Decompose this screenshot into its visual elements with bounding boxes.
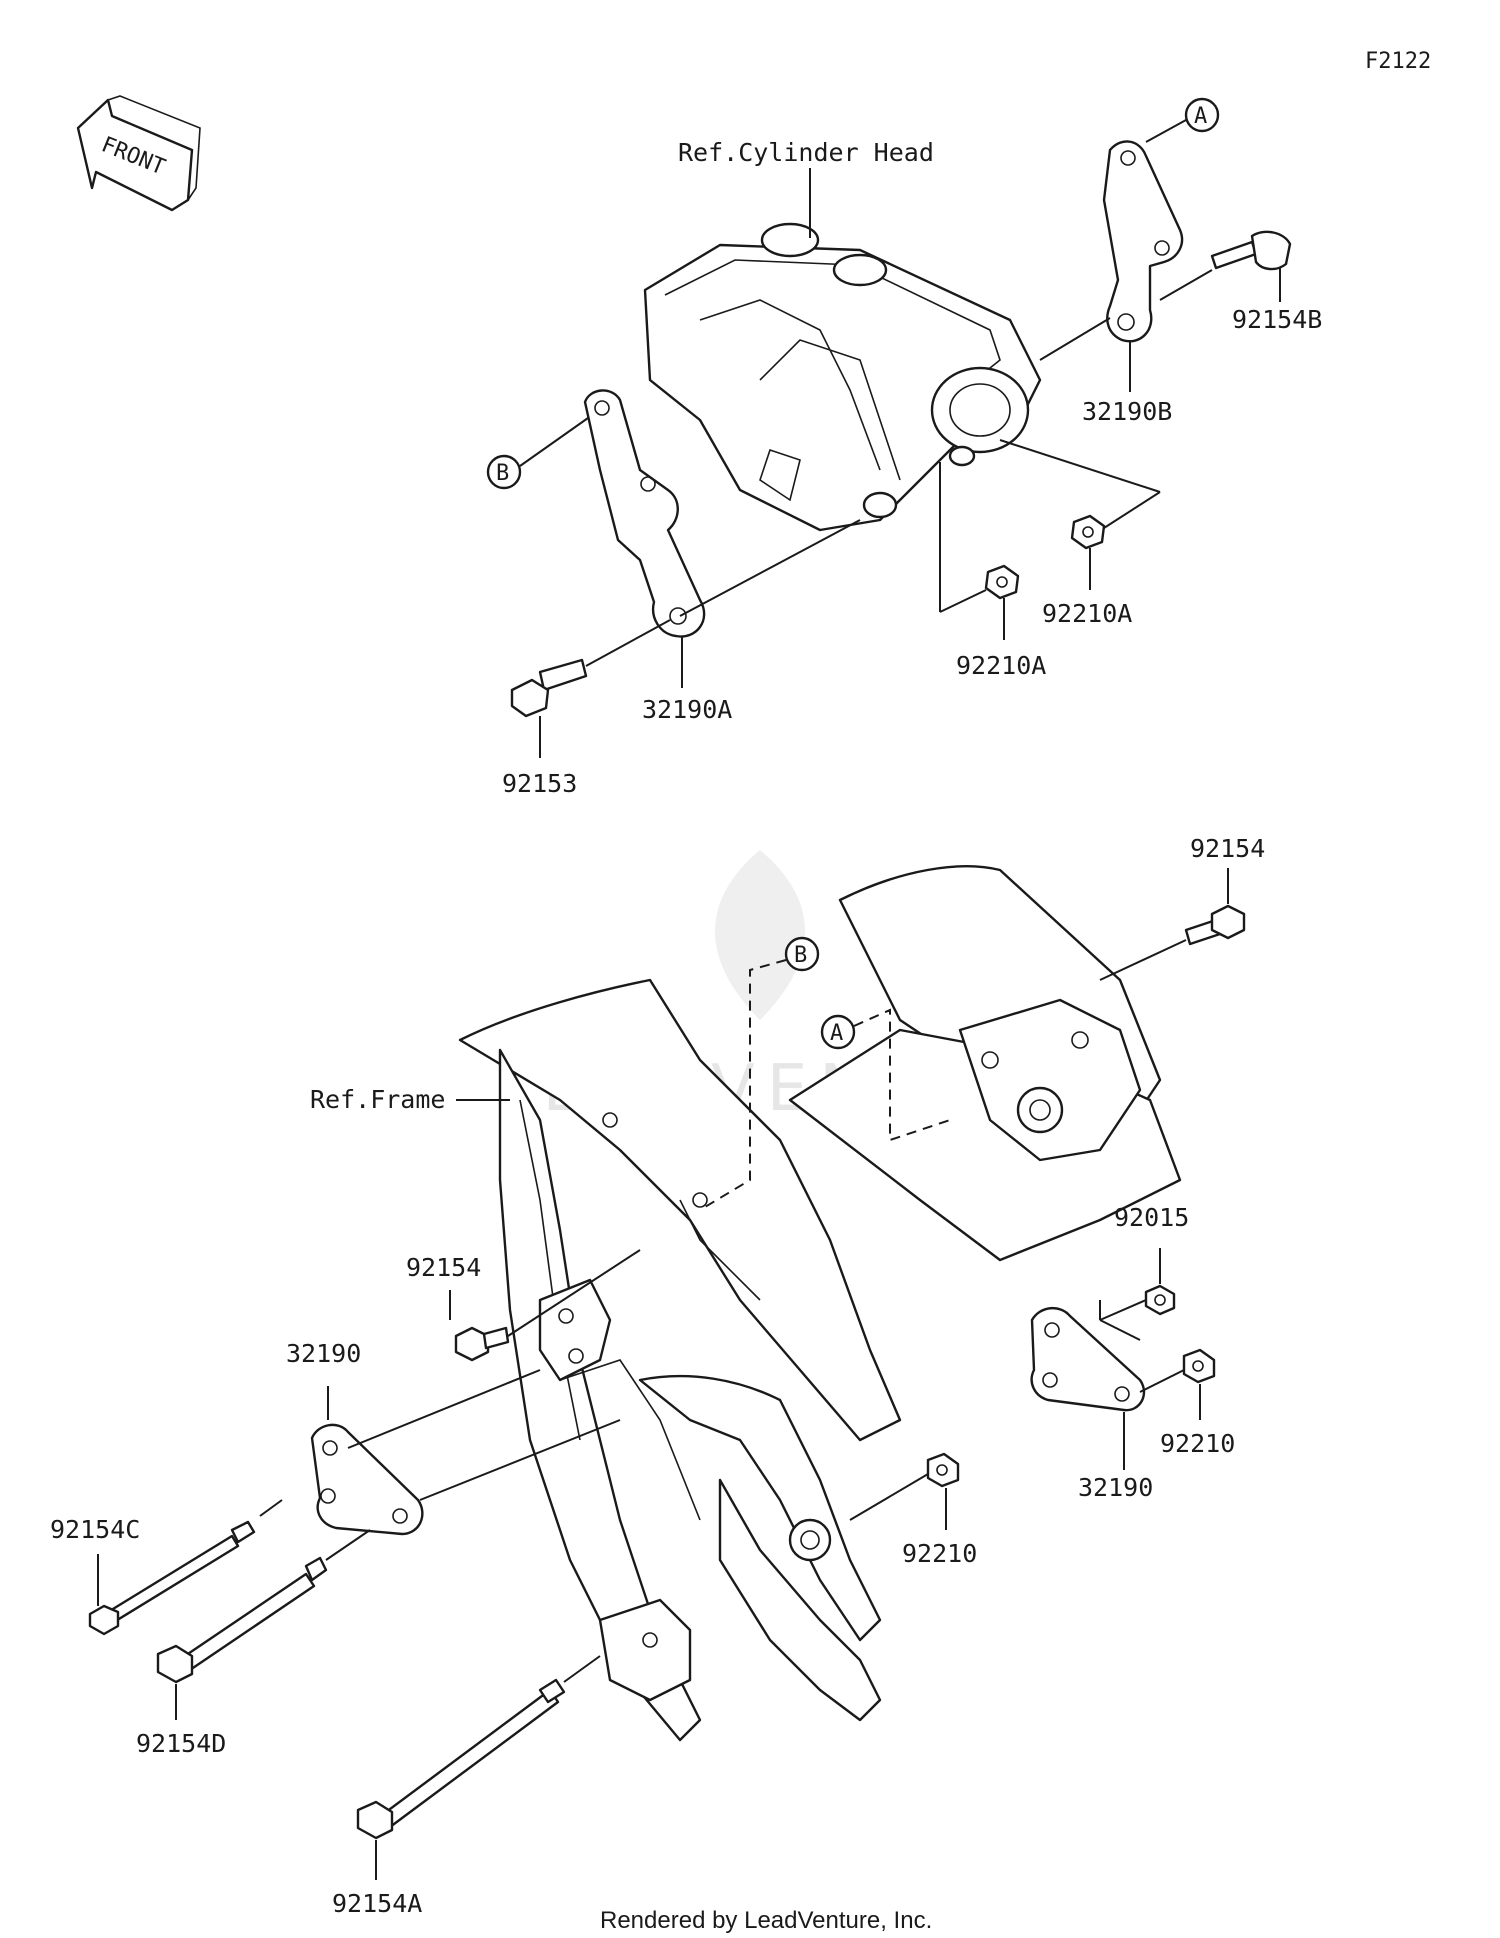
bolt-92154-top [1184,904,1246,946]
svg-text:B: B [794,943,807,968]
svg-text:A: A [1194,104,1207,129]
part-label-92015[interactable]: 92015 [1114,1203,1189,1232]
plate-32190-left [310,1423,424,1536]
nut-92015 [1144,1284,1176,1316]
part-label-32190B[interactable]: 32190B [1082,397,1172,426]
part-label-92210-center[interactable]: 92210 [902,1539,977,1568]
bracket-32190A [583,389,706,638]
part-label-32190-right[interactable]: 32190 [1078,1473,1153,1502]
footer-credit: Rendered by LeadVenture, Inc. [600,1907,932,1934]
part-label-92154D[interactable]: 92154D [136,1729,226,1758]
bolt-92154A [356,1678,566,1840]
callout-b-lower[interactable]: B [784,936,820,972]
cylinder-head-drawing [643,222,1042,532]
part-label-92154B[interactable]: 92154B [1232,305,1322,334]
part-label-32190A[interactable]: 32190A [642,695,732,724]
nut-92210-center [926,1452,960,1488]
part-label-92210A-left[interactable]: 92210A [956,651,1046,680]
bolt-92153 [510,658,588,718]
part-label-92154A[interactable]: 92154A [332,1889,422,1918]
ref-frame-label: Ref.Frame [310,1085,445,1114]
figure-code: F2122 [1365,49,1431,74]
bolt-92154D [156,1556,328,1684]
nut-92210A-left [984,564,1020,600]
part-label-92154C[interactable]: 92154C [50,1515,140,1544]
bolt-92154C [88,1520,256,1636]
part-label-92210-right[interactable]: 92210 [1160,1429,1235,1458]
ref-cylinder-head-label: Ref.Cylinder Head [678,138,934,167]
callout-a-upper[interactable]: A [1184,97,1220,133]
svg-text:A: A [830,1021,843,1046]
callout-a-lower[interactable]: A [820,1014,856,1050]
bolt-92154-mid [454,1326,510,1362]
part-label-92154-mid[interactable]: 92154 [406,1253,481,1282]
part-label-92210A-right[interactable]: 92210A [1042,599,1132,628]
part-label-32190-left[interactable]: 32190 [286,1339,361,1368]
part-label-92153[interactable]: 92153 [502,769,577,798]
svg-text:B: B [496,461,509,486]
frame-drawing [458,865,1182,1742]
bolt-92154B [1210,230,1292,271]
nut-92210-right [1182,1348,1216,1384]
bracket-32190B [1102,140,1184,343]
part-label-92154-top[interactable]: 92154 [1190,834,1265,863]
watermark-flame-icon [715,850,805,1020]
plate-32190-right [1030,1307,1146,1412]
callout-b-upper[interactable]: B [486,454,522,490]
front-arrow-icon: FRONT [76,95,201,212]
nut-92210A-right [1070,514,1106,550]
